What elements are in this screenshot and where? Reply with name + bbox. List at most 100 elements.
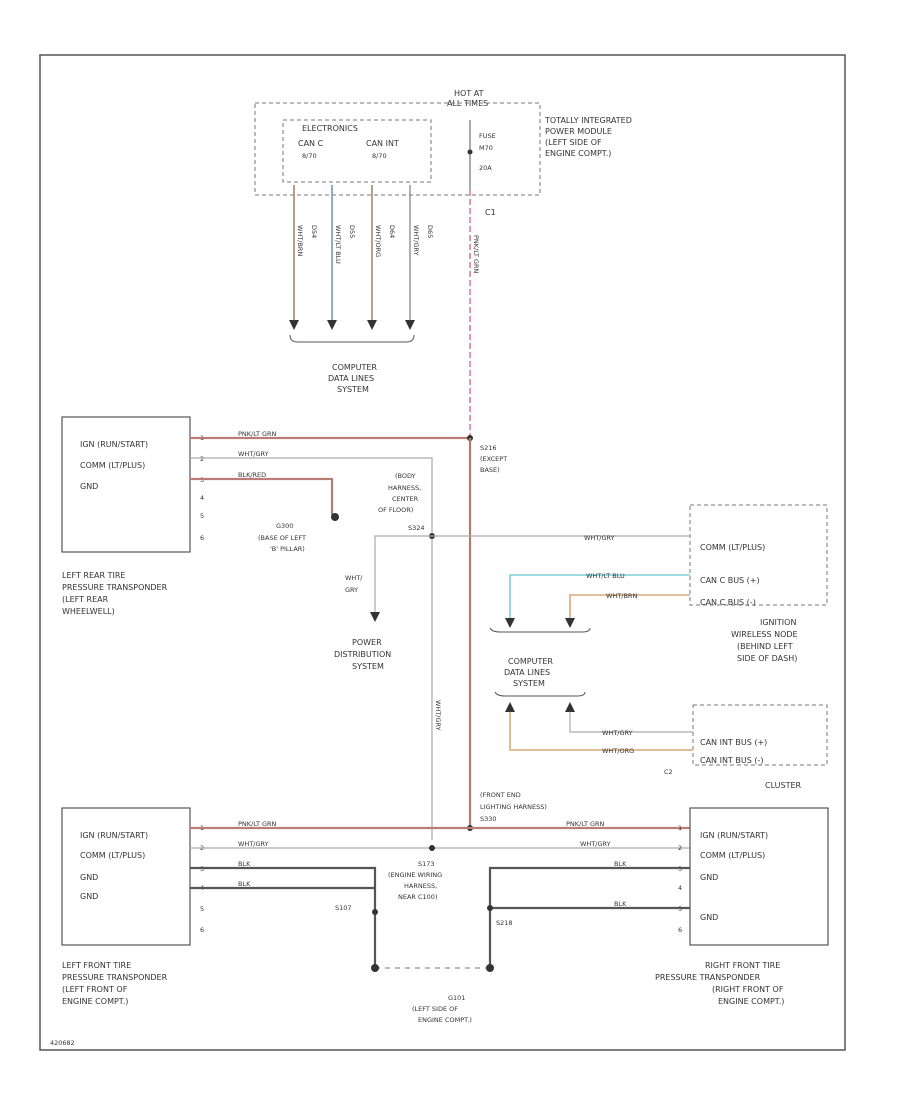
- g300-line-1: G300: [276, 522, 293, 530]
- left-rear-box: [61, 416, 191, 553]
- g101-line-2: (LEFT SIDE OF: [412, 1005, 458, 1013]
- s216-line-3: BASE): [480, 466, 500, 474]
- right-front-title-2: PRESSURE TRANSPONDER: [655, 973, 761, 982]
- s324-label: S324: [408, 524, 425, 532]
- left-front-box: [61, 807, 191, 946]
- cluster-connector: C2: [664, 768, 673, 776]
- left-front-title-3: (LEFT FRONT OF: [62, 985, 128, 994]
- svg-text:2: 2: [200, 455, 204, 463]
- top-wire-color-3: WHT/ORG: [374, 225, 382, 257]
- ignition-title-2: WIRELESS NODE: [731, 630, 798, 639]
- s107-node: [372, 909, 378, 915]
- left-rear-pin-ign: IGN (RUN/START): [80, 440, 148, 449]
- top-wire-color-2: WHT/LT BLU: [334, 225, 342, 264]
- svg-text:5: 5: [200, 512, 204, 520]
- top-circuit-4: D65: [426, 225, 434, 238]
- tipm-can-c: CAN C: [298, 139, 324, 148]
- cluster-wire-1: WHT/GRY: [602, 729, 633, 737]
- right-front-wire-gnd-1: BLK: [614, 860, 627, 868]
- body-harness-4: OF FLOOR): [378, 506, 413, 514]
- left-rear-wire-comm: WHT/GRY: [238, 450, 269, 458]
- front-end-3: S330: [480, 815, 497, 823]
- g101-line-3: ENGINE COMPT.): [418, 1016, 472, 1024]
- right-front-title-4: ENGINE COMPT.): [718, 997, 784, 1006]
- svg-text:5: 5: [200, 905, 204, 913]
- power-dist-line-2: DISTRIBUTION: [334, 650, 391, 659]
- cluster-pin-can-plus: CAN INT BUS (+): [700, 738, 767, 747]
- left-front-wire-gnd-2: BLK: [238, 880, 251, 888]
- s173-node: [429, 845, 435, 851]
- ignition-wire-can-plus: WHT/LT BLU: [586, 572, 625, 580]
- engine-harness-4: NEAR C100): [398, 893, 437, 901]
- computer-data-top-line-3: SYSTEM: [337, 385, 369, 394]
- figure-id: 420682: [50, 1039, 75, 1047]
- fused-feed-label: PNK/LT GRN: [472, 235, 480, 274]
- left-front-pin-ign: IGN (RUN/START): [80, 831, 148, 840]
- right-front-wire-comm: WHT/GRY: [580, 840, 611, 848]
- left-rear-title-1: LEFT REAR TIRE: [62, 571, 125, 580]
- tipm-can-int-sub: 8/70: [372, 152, 387, 160]
- ignition-wire-comm: WHT/GRY: [584, 534, 615, 542]
- left-rear-pin-comm: COMM (LT/PLUS): [80, 461, 145, 470]
- ignition-title-1: IGNITION: [760, 618, 796, 627]
- top-wire-color-4: WHT/GRY: [412, 225, 420, 256]
- tipm-fuse-label: FUSE: [479, 132, 496, 140]
- g101-line-1: G101: [448, 994, 465, 1002]
- computer-data-top-line-1: COMPUTER: [332, 363, 377, 372]
- right-front-box: [689, 807, 829, 946]
- body-harness-3: CENTER: [392, 495, 419, 503]
- svg-text:2: 2: [678, 844, 682, 852]
- right-front-title-1: RIGHT FRONT TIRE: [705, 961, 780, 970]
- top-circuit-1: D54: [310, 225, 318, 238]
- svg-text:4: 4: [678, 884, 682, 892]
- computer-data-mid-3: SYSTEM: [513, 679, 545, 688]
- top-circuit-2: D55: [348, 225, 356, 238]
- left-front-wire-ign: PNK/LT GRN: [238, 820, 277, 828]
- computer-data-top-line-2: DATA LINES: [328, 374, 374, 383]
- left-front-wire-comm: WHT/GRY: [238, 840, 269, 848]
- cluster-title: CLUSTER: [765, 781, 802, 790]
- svg-text:1: 1: [678, 824, 682, 832]
- left-front-title-4: ENGINE COMPT.): [62, 997, 128, 1006]
- right-front-pin-ign: IGN (RUN/START): [700, 831, 768, 840]
- left-front-title-2: PRESSURE TRANSPONDER: [62, 973, 168, 982]
- tipm-title-line-2: POWER MODULE: [545, 127, 612, 136]
- power-dist-line-3: SYSTEM: [352, 662, 384, 671]
- tipm-hot-at: HOT AT: [454, 89, 484, 98]
- s218-label: S218: [496, 919, 513, 927]
- left-rear-title-2: PRESSURE TRANSPONDER: [62, 583, 168, 592]
- left-front-title-1: LEFT FRONT TIRE: [62, 961, 131, 970]
- right-front-pin-comm: COMM (LT/PLUS): [700, 851, 765, 860]
- svg-text:6: 6: [200, 926, 204, 934]
- top-wire-color-1: WHT/BRN: [296, 225, 304, 256]
- power-dist-wire-1: WHT/: [345, 574, 363, 582]
- tipm-title-line-1: TOTALLY INTEGRATED: [544, 116, 632, 125]
- left-rear-title-3: (LEFT REAR: [62, 595, 109, 604]
- top-circuit-3: D64: [388, 225, 396, 238]
- s107-label: S107: [335, 904, 352, 912]
- power-dist-line-1: POWER: [352, 638, 382, 647]
- right-front-wire-gnd-2: BLK: [614, 900, 627, 908]
- power-dist-wire-2: GRY: [345, 586, 358, 594]
- tipm-electronics-label: ELECTRONICS: [302, 124, 358, 133]
- left-rear-title-4: WHEELWELL): [62, 607, 115, 616]
- tipm-title-line-4: ENGINE COMPT.): [545, 149, 611, 158]
- svg-text:6: 6: [200, 534, 204, 542]
- tipm-electronics-box: [282, 119, 432, 183]
- top-data-wires: [293, 185, 411, 322]
- svg-text:4: 4: [200, 494, 204, 502]
- computer-data-mid-1: COMPUTER: [508, 657, 553, 666]
- ignition-data-brace: [489, 627, 591, 633]
- tipm-can-c-sub: 8/70: [302, 152, 317, 160]
- right-front-wire-ign: PNK/LT GRN: [566, 820, 605, 828]
- left-rear-wire-ign: PNK/LT GRN: [238, 430, 277, 438]
- front-end-1: (FRONT END: [480, 791, 521, 799]
- g300-node: [331, 513, 339, 521]
- cluster-box: [692, 704, 828, 766]
- cluster-pin-can-minus: CAN INT BUS (-): [700, 756, 763, 765]
- left-front-pin-gnd-1: GND: [80, 873, 98, 882]
- right-front-pin-gnd-1: GND: [700, 873, 718, 882]
- body-harness-2: HARNESS,: [388, 484, 421, 492]
- svg-text:6: 6: [678, 926, 682, 934]
